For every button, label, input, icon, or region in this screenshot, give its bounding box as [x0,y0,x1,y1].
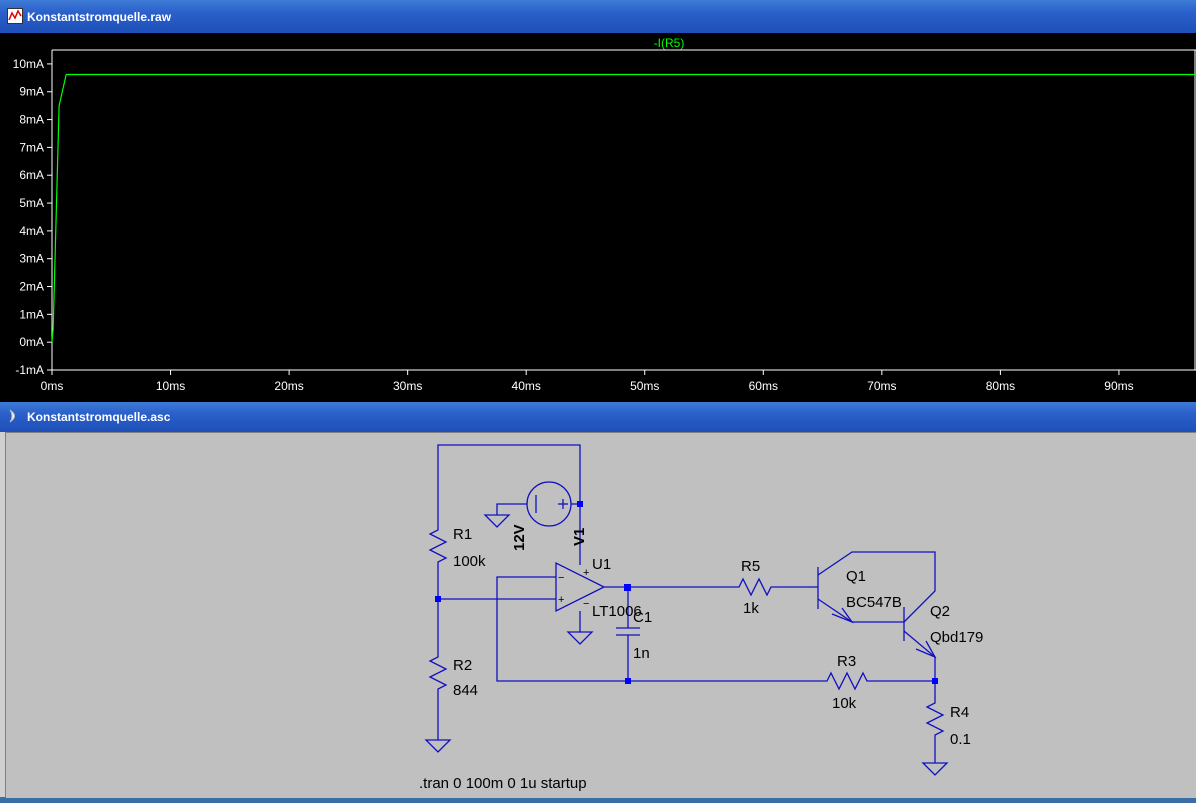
v1-name[interactable]: V1 [571,528,588,546]
y-tick-label: 3mA [19,252,44,266]
opamp-u1[interactable] [555,561,606,613]
r5-value[interactable]: 1k [743,600,759,617]
x-tick-label: 0ms [41,379,64,393]
trace-legend-label[interactable]: -I(R5) [654,36,685,50]
junction [435,596,441,602]
x-tick-label: 50ms [630,379,659,393]
schematic-drawing[interactable]: + − − + R1 100k R2 844 12V V1 U1 LT1006 … [6,433,1196,798]
ground-symbol [921,762,949,776]
x-tick-label: 20ms [274,379,303,393]
x-tick-label: 40ms [512,379,541,393]
y-tick-label: 10mA [13,57,44,71]
ground-symbol [566,631,594,645]
window-title: Konstantstromquelle.raw [27,10,172,24]
waveform-titlebar[interactable]: Konstantstromquelle.raw [0,0,1196,33]
y-tick-label: 1mA [19,307,44,321]
r4-value[interactable]: 0.1 [950,731,971,748]
u1-name[interactable]: U1 [592,556,611,573]
opamp-supply-plus: + [583,567,589,579]
resistor-r3[interactable] [628,671,935,691]
r3-name[interactable]: R3 [837,653,856,670]
y-tick-label: 9mA [19,85,44,99]
r5-name[interactable]: R5 [741,558,760,575]
x-tick-label: 10ms [156,379,185,393]
ground-symbol [424,739,452,753]
junction [932,678,938,684]
y-tick-label: 4mA [19,224,44,238]
y-tick-label: 0mA [19,335,44,349]
waveform-window[interactable]: Konstantstromquelle.raw -1mA 0mA 1mA 2mA 3mA… [0,0,1196,402]
opamp-inverting-input: − [558,572,564,584]
r1-value[interactable]: 100k [453,553,486,570]
resistor-r4[interactable] [925,681,945,763]
junction [624,584,631,591]
wire[interactable] [437,444,581,523]
q2-name[interactable]: Q2 [930,603,950,620]
r1-name[interactable]: R1 [453,526,472,543]
u1-value[interactable]: LT1006 [592,603,642,620]
transistor-q1-collector[interactable] [817,551,936,623]
opamp-noninverting-input: + [558,594,564,606]
y-tick-label: -1mA [15,363,44,377]
x-tick-label: 80ms [986,379,1015,393]
schematic-icon [9,409,15,423]
window-title: Konstantstromquelle.asc [27,410,171,424]
emitter-arrow [915,640,937,659]
spice-directive[interactable]: .tran 0 100m 0 1u startup [419,775,587,792]
q1-value[interactable]: BC547B [846,594,902,611]
schematic-canvas[interactable]: + − − + R1 100k R2 844 12V V1 U1 LT1006 … [5,432,1196,798]
y-tick-label: 2mA [19,280,44,294]
waveform-plot[interactable]: -1mA 0mA 1mA 2mA 3mA 4mA 5mA 6mA 7mA 8mA 9mA 10mA 0m… [0,33,1196,402]
r4-name[interactable]: R4 [950,704,969,721]
opamp-supply-minus: − [583,598,589,610]
c1-value[interactable]: 1n [633,645,650,662]
ground-symbol [483,514,511,528]
x-tick-label: 70ms [867,379,896,393]
schematic-titlebar[interactable]: Konstantstromquelle.asc [0,402,1196,432]
v1-value[interactable]: 12V [511,524,528,551]
schematic-window[interactable]: Konstantstromquelle.asc [0,402,1196,798]
junction [577,501,583,507]
y-tick-label: 5mA [19,196,44,210]
resistor-r5[interactable] [727,577,809,597]
wire[interactable] [496,576,628,682]
plot-area[interactable]: -1mA 0mA 1mA 2mA 3mA 4mA 5mA 6mA 7mA 8mA 9mA 10mA 0m… [0,33,1196,402]
y-tick-label: 7mA [19,140,44,154]
r3-value[interactable]: 10k [832,695,857,712]
r2-value[interactable]: 844 [453,682,478,699]
q2-value[interactable]: Qbd179 [930,629,983,646]
x-tick-label: 90ms [1104,379,1133,393]
emitter-arrow [831,607,854,624]
resistor-r2[interactable] [428,653,448,699]
waveform-icon [7,8,23,24]
trace-line[interactable] [51,73,1196,343]
wire[interactable] [496,503,527,515]
r2-name[interactable]: R2 [453,657,472,674]
q1-name[interactable]: Q1 [846,568,866,585]
junction [625,678,631,684]
x-tick-label: 30ms [393,379,422,393]
c1-name[interactable]: C1 [633,609,652,626]
resistor-r1[interactable] [428,523,448,571]
x-tick-label: 60ms [749,379,778,393]
y-tick-label: 6mA [19,168,44,182]
y-tick-label: 8mA [19,113,44,127]
